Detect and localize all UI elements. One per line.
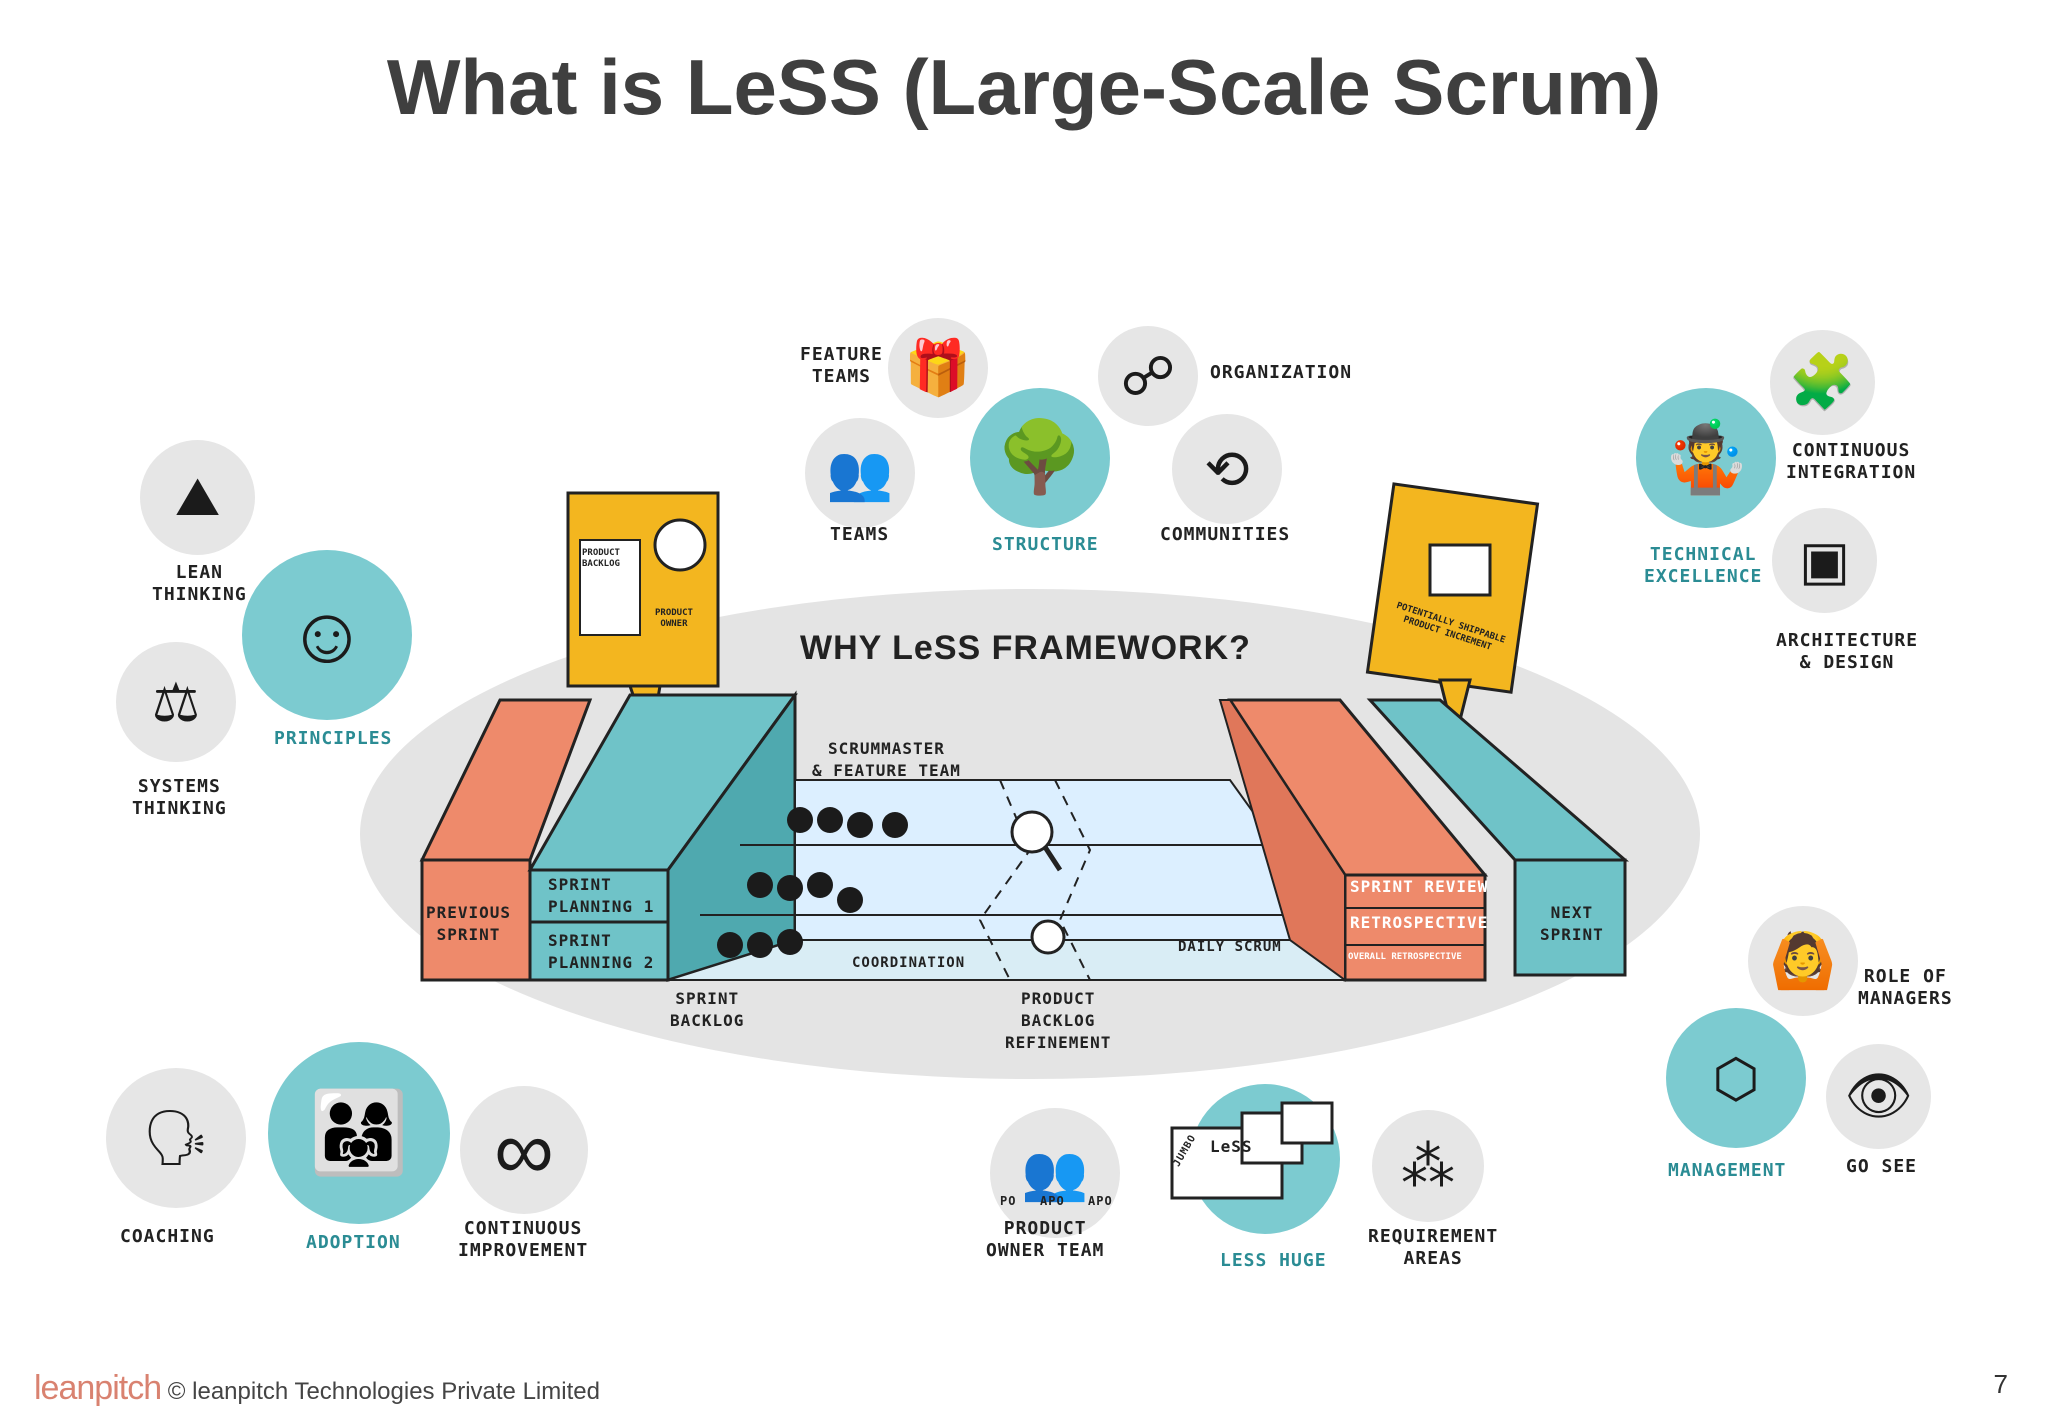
copyright-text: © leanpitch Technologies Private Limited <box>167 1378 600 1405</box>
po-team-icon: 👥 <box>1021 1142 1089 1203</box>
apo-badge-1: APO <box>1040 1194 1065 1208</box>
magnifier-icon-2 <box>1030 919 1066 955</box>
product-owner-team-label: PRODUCT OWNER TEAM <box>986 1218 1105 1261</box>
role-of-managers-label: ROLE OF MANAGERS <box>1858 966 1953 1009</box>
retrospective-label: RETROSPECTIVE <box>1350 913 1489 932</box>
page-number: 7 <box>1993 1369 2008 1399</box>
sprint-planning-2-label: SPRINT PLANNING 2 <box>548 931 655 972</box>
role-of-managers-circle: 🙆 <box>1748 906 1858 1016</box>
seesaw-icon: ⚖ <box>151 672 201 733</box>
coaching-circle: 🗣 <box>106 1068 246 1208</box>
po-badge: PO <box>1000 1194 1017 1208</box>
management-circle: ⬡ <box>1666 1008 1806 1148</box>
go-see-label: GO SEE <box>1846 1156 1918 1177</box>
go-see-circle: 👁 <box>1826 1044 1931 1149</box>
leanpitch-logo: leanpitch <box>34 1369 162 1407</box>
communities-circle: ⟲ <box>1172 414 1282 524</box>
scattered-shapes-icon: ⁂ <box>1401 1136 1455 1197</box>
communities-label: COMMUNITIES <box>1160 524 1291 545</box>
pbr-label: PRODUCT BACKLOG REFINEMENT <box>1005 989 1112 1052</box>
product-owner-team-circle: 👥 <box>990 1108 1120 1238</box>
principles-circle: ☺ <box>242 550 412 720</box>
technical-excellence-circle: 🤹 <box>1636 388 1776 528</box>
structure-label: STRUCTURE <box>992 534 1099 555</box>
architecture-design-circle: ▣ <box>1772 508 1877 613</box>
landscape-icon: ⛰ <box>174 467 221 527</box>
less-huge-label: LESS HUGE <box>1220 1250 1327 1271</box>
sprint-backlog-label: SPRINT BACKLOG <box>670 989 745 1030</box>
continuous-integration-label: CONTINUOUS INTEGRATION <box>1786 440 1917 483</box>
lean-thinking-circle: ⛰ <box>140 440 255 555</box>
feature-teams-circle: 🎁 <box>888 318 988 418</box>
systems-thinking-circle: ⚖ <box>116 642 236 762</box>
puzzle-icon: 🧩 <box>1788 352 1857 412</box>
coordination-label: COORDINATION <box>852 955 966 971</box>
tree-icon: 🌳 <box>996 418 1084 496</box>
continuous-improvement-label: CONTINUOUS IMPROVEMENT <box>458 1218 589 1261</box>
apo-badge-2: APO <box>1088 1194 1113 1208</box>
team-people <box>717 807 908 958</box>
continuous-improvement-circle: ∞ <box>460 1086 588 1214</box>
organization-label: ORGANIZATION <box>1210 362 1353 383</box>
center-heading: WHY LeSS FRAMEWORK? <box>800 629 1251 667</box>
sprint-planning-1-label: SPRINT PLANNING 1 <box>548 875 655 916</box>
management-label: MANAGEMENT <box>1668 1160 1787 1181</box>
thinker-icon: ☺ <box>286 590 368 679</box>
requirement-areas-circle: ⁂ <box>1372 1110 1484 1222</box>
people-icon: 👥 <box>826 442 894 503</box>
juggler-icon: 🤹 <box>1662 418 1750 496</box>
slide-title: What is LeSS (Large-Scale Scrum) <box>386 43 1662 131</box>
requirement-areas-label: REQUIREMENT AREAS <box>1368 1226 1499 1269</box>
less-badge: LeSS <box>1210 1137 1253 1156</box>
scrummaster-team-label: SCRUMMASTER & FEATURE TEAM <box>812 739 961 780</box>
gift-box <box>1428 543 1492 597</box>
principles-label: PRINCIPLES <box>274 728 393 749</box>
next-sprint-label: NEXT SPRINT <box>1540 903 1604 944</box>
sprint-review-label: SPRINT REVIEW <box>1350 877 1489 896</box>
systems-thinking-label: SYSTEMS THINKING <box>132 776 227 819</box>
adoption-circle: 👨‍👩‍👧 <box>268 1042 450 1224</box>
lean-thinking-label: LEAN THINKING <box>152 562 247 605</box>
organization-circle: ☍ <box>1098 326 1198 426</box>
adoption-people-icon: 👨‍👩‍👧 <box>309 1088 409 1177</box>
feature-teams-label: FEATURE TEAMS <box>800 344 883 387</box>
product-owner-sign-label: PRODUCT OWNER <box>655 608 693 629</box>
community-icon: ⟲ <box>1204 439 1250 500</box>
daily-scrum-label: DAILY SCRUM <box>1178 939 1282 955</box>
manager-juggling-icon: 🙆 <box>1769 930 1837 991</box>
adoption-label: ADOPTION <box>306 1232 401 1253</box>
product-backlog-sign-label: PRODUCT BACKLOG <box>582 548 620 569</box>
coaching-label: COACHING <box>120 1226 215 1247</box>
magnifier-icon <box>1010 810 1054 854</box>
gift-handover-icon: 🎁 <box>904 337 972 398</box>
device-icon: ▣ <box>1798 531 1851 591</box>
less-huge-boxes-icon <box>1170 1101 1334 1200</box>
technical-excellence-label: TECHNICAL EXCELLENCE <box>1644 544 1763 587</box>
architecture-design-label: ARCHITECTURE & DESIGN <box>1776 630 1919 673</box>
teams-circle: 👥 <box>805 418 915 528</box>
infinity-icon: ∞ <box>494 1102 554 1197</box>
org-network-icon: ☍ <box>1120 346 1176 407</box>
structure-circle: 🌳 <box>970 388 1110 528</box>
manager-network-icon: ⬡ <box>1712 1048 1760 1109</box>
previous-sprint-label: PREVIOUS SPRINT <box>426 903 512 944</box>
product-backlog-paper <box>579 539 641 636</box>
continuous-integration-circle: 🧩 <box>1770 330 1875 435</box>
eye-icon: 👁 <box>1844 1066 1913 1126</box>
product-owner-head <box>653 518 707 572</box>
teams-label: TEAMS <box>830 524 890 545</box>
footer: leanpitch © leanpitch Technologies Priva… <box>34 1369 600 1408</box>
overall-retrospective-label: OVERALL RETROSPECTIVE <box>1348 952 1462 962</box>
conversation-icon: 🗣 <box>141 1107 211 1168</box>
